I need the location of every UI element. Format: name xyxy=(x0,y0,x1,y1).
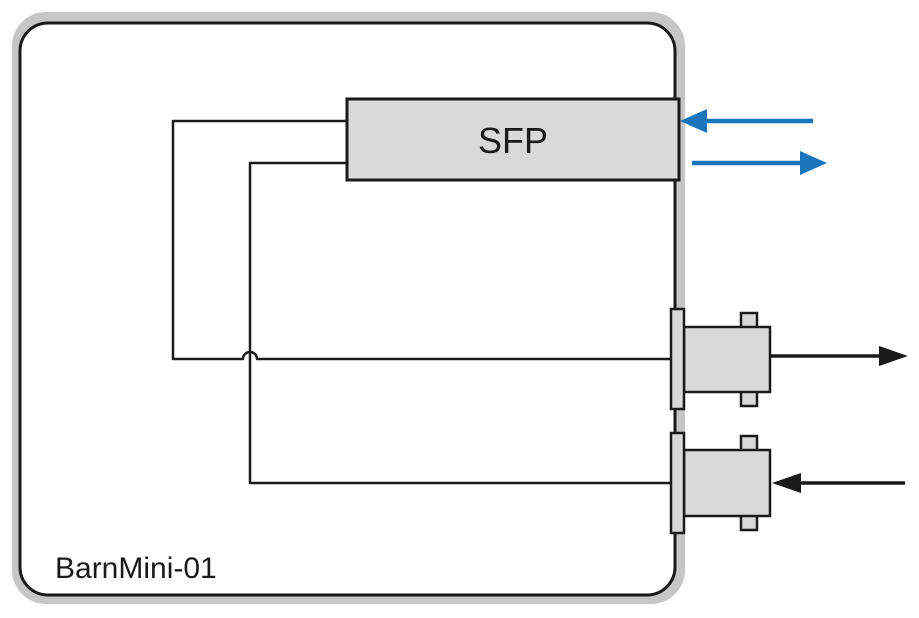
bnc-connector-in xyxy=(669,431,772,535)
fiber-out-arrow-icon xyxy=(692,151,827,175)
bnc-out-arrow-head xyxy=(879,346,908,366)
sfp-label: SFP xyxy=(478,120,548,161)
fiber-in-arrow-icon xyxy=(680,109,813,133)
bnc-out-flange xyxy=(669,307,686,411)
wire-sfp-to-bnc-in xyxy=(248,161,672,485)
fiber-out-arrow-head xyxy=(800,151,827,175)
sfp-box xyxy=(345,97,681,182)
device-name-label: BarnMini-01 xyxy=(55,552,217,585)
sfp-module: SFP xyxy=(345,97,681,182)
fiber-in-arrow-head xyxy=(680,109,707,133)
wire-sfp-to-bnc-out xyxy=(171,119,672,361)
bnc-connector-out xyxy=(669,307,772,411)
bnc-in-arrow-head xyxy=(772,473,801,493)
bnc-in-arrow-icon xyxy=(772,473,905,493)
bnc-in-body xyxy=(682,448,772,518)
bnc-in-flange xyxy=(669,431,686,535)
bnc-out-arrow-icon xyxy=(770,346,908,366)
bnc-out-body xyxy=(682,325,772,394)
